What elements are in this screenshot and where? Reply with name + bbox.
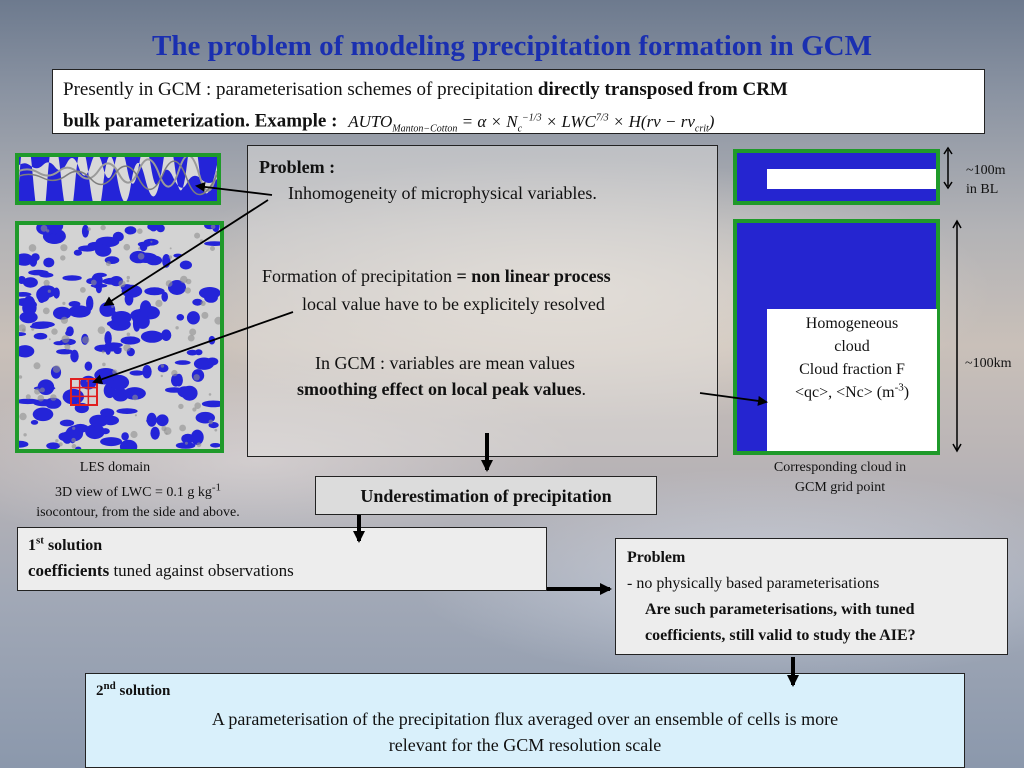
les-top-view-image [15, 221, 224, 453]
les-caption-detail: 3D view of LWC = 0.1 g kg-1 isocontour, … [0, 481, 276, 523]
gcm-mean-text: In GCM : variables are mean values [315, 353, 575, 373]
problem-box: Problem : Inhomogeneity of microphysical… [247, 145, 718, 457]
autoconversion-formula: AUTOManton−Cotton = α × Nc−1/3 × LWC7/3 … [348, 111, 715, 135]
gcm-bl-cloud-band [767, 169, 936, 189]
problem-2-heading: Problem [627, 549, 686, 566]
les-side-view-image [15, 153, 221, 205]
gcm-caption-line-2: GCM grid point [794, 480, 886, 495]
solution-1-text: coefficients tuned against observations [28, 561, 294, 580]
solution-1-box: 1st solution coefficients tuned against … [17, 527, 547, 591]
intro-line-1: Presently in GCM : parameterisation sche… [63, 76, 974, 104]
homog-line-2: cloud [834, 338, 870, 355]
gcm-grid-box: Homogeneous cloud Cloud fraction F <qc>,… [733, 219, 940, 455]
intro-example-label: bulk parameterization. Example : [63, 110, 343, 132]
problem-2-question: Are such parameterisations, with tuned c… [645, 601, 916, 644]
solution-1-heading: 1st solution [28, 534, 103, 554]
les-caption-line-3: isocontour, from the side and above. [36, 505, 240, 520]
solution-2-text: A parameterisation of the precipitation … [211, 709, 839, 755]
smoothing-text: smoothing effect on local peak values. [297, 379, 586, 399]
arrow-to-side-view [195, 181, 273, 196]
arrow-to-grid-cell [92, 311, 294, 385]
gcm-bl-layer-box [733, 149, 940, 205]
problem-2-box: Problem - no physically based parameteri… [615, 538, 1008, 655]
bl-height-label: ~100m in BL [966, 163, 1006, 197]
grid-cell-marker [70, 378, 98, 406]
homog-line-1: Homogeneous [805, 315, 899, 332]
intro-emphasis: directly transposed from CRM [537, 79, 788, 100]
solution-2-box: 2nd solution A parameterisation of the p… [85, 673, 965, 768]
intro-text: Presently in GCM : parameterisation sche… [63, 79, 538, 100]
gcm-caption-line-1: Corresponding cloud in [773, 460, 907, 475]
underestimation-box: Underestimation of precipitation [315, 476, 657, 515]
les-top-view-graphic [19, 225, 220, 449]
les-caption: LES domain [10, 458, 220, 478]
slide-title: The problem of modeling precipitation fo… [152, 30, 872, 62]
les-caption-line-1: LES domain [79, 460, 151, 475]
les-side-view-graphic [19, 157, 217, 201]
homog-line-4: <qc>, <Nc> (m-3) [794, 381, 910, 401]
local-value-text: local value have to be explicitely resol… [302, 294, 605, 314]
les-caption-line-2: 3D view of LWC = 0.1 g kg-1 [54, 481, 222, 500]
inhomogeneity-text: Inhomogeneity of microphysical variables… [288, 183, 597, 203]
solution-2-heading: 2nd solution [96, 680, 171, 700]
gcm-width-label: ~100km [965, 356, 1012, 371]
problem-2-line-1: - no physically based parameterisations [627, 575, 880, 592]
intro-box: Presently in GCM : parameterisation sche… [52, 69, 985, 134]
formation-text: Formation of precipitation = non linear … [262, 266, 611, 286]
gcm-caption: Corresponding cloud in GCM grid point [740, 458, 940, 498]
arrow-to-gcm-box [699, 392, 768, 406]
homog-line-3: Cloud fraction F [799, 361, 905, 378]
intro-line-2: bulk parameterization. Example : AUTOMan… [63, 104, 974, 143]
problem-heading: Problem : [259, 157, 336, 177]
arrow-to-top-view [103, 199, 269, 307]
homogeneous-cloud-label: Homogeneous cloud Cloud fraction F <qc>,… [767, 309, 937, 451]
